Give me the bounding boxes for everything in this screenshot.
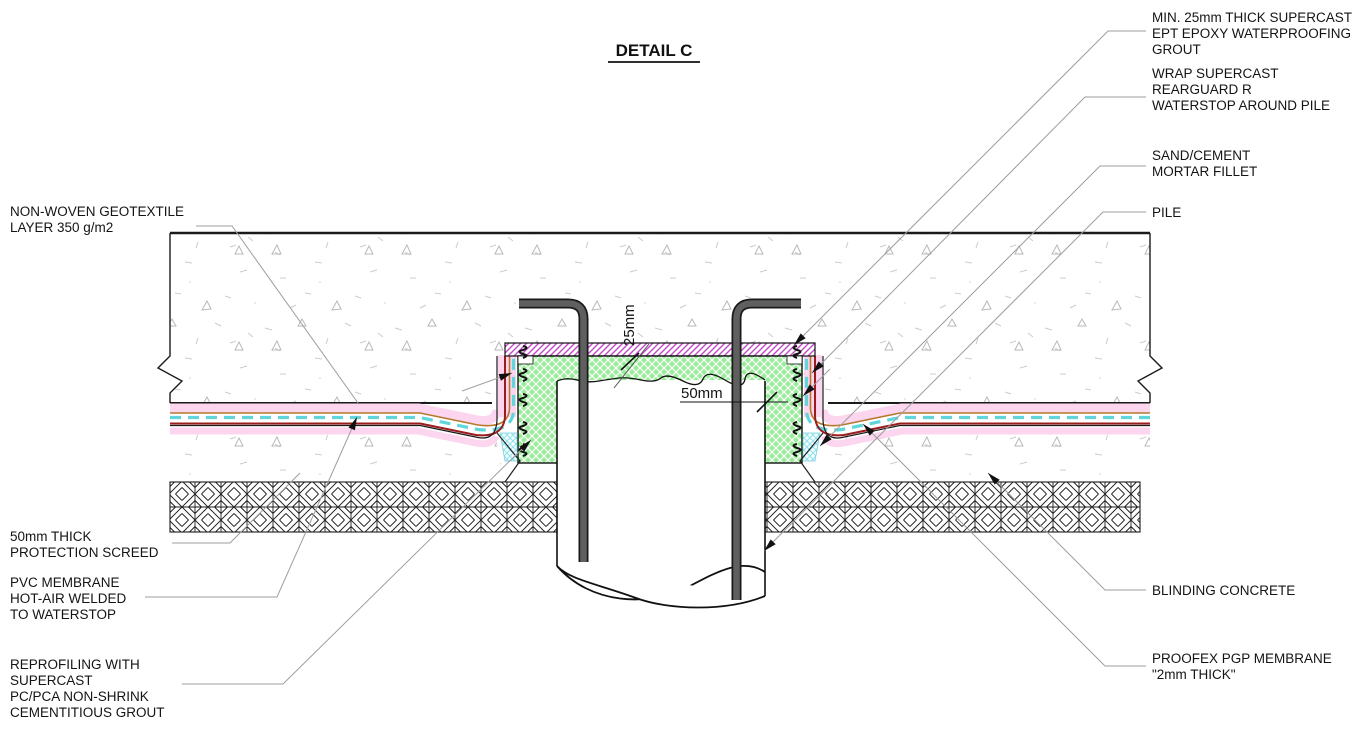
pile-rebar-left <box>519 298 589 562</box>
excavation-boundary-right <box>799 432 824 483</box>
label-screed-2: PROTECTION SCREED <box>10 545 159 560</box>
labels-right: MIN. 25mm THICK SUPERCAST EPT EPOXY WATE… <box>1152 10 1352 682</box>
pile-rebar-right <box>731 298 801 600</box>
leader-arrowheads <box>348 333 1000 551</box>
label-mortar-2: MORTAR FILLET <box>1152 164 1257 179</box>
protection-board-line <box>170 356 511 427</box>
dimension-25mm-text: 25mm <box>621 304 638 346</box>
label-reprofiling-2: SUPERCAST <box>10 673 93 688</box>
label-epoxy-1: MIN. 25mm THICK SUPERCAST <box>1152 10 1352 25</box>
label-reprofiling-1: REPROFILING WITH <box>10 657 140 672</box>
leader-epoxy <box>793 30 1146 346</box>
labels-left: NON-WOVEN GEOTEXTILE LAYER 350 g/m2 50mm… <box>10 204 184 720</box>
break-mark-right <box>1136 233 1164 403</box>
leader-geotextile <box>196 225 359 404</box>
leader-screed <box>172 472 301 544</box>
structural-slab <box>170 233 1150 403</box>
label-reprofiling-3: PC/PCA NON-SHRINK <box>10 689 149 704</box>
dimension-25mm: 25mm <box>613 304 650 389</box>
drawing-title: DETAIL C <box>608 41 700 63</box>
pile-body <box>556 372 766 609</box>
leader-mortar <box>819 165 1146 447</box>
dimension-50mm: 50mm <box>680 385 788 413</box>
label-blinding: BLINDING CONCRETE <box>1152 583 1295 598</box>
label-pile: PILE <box>1152 205 1181 220</box>
rearguard-waterstop-left <box>518 345 528 457</box>
label-wrap-3: WATERSTOP AROUND PILE <box>1152 98 1330 113</box>
page-title: DETAIL C <box>616 41 693 60</box>
label-screed-1: 50mm THICK <box>10 529 92 544</box>
label-mortar-1: SAND/CEMENT <box>1152 148 1250 163</box>
proofex-membrane-line <box>170 356 506 437</box>
label-wrap-1: WRAP SUPERCAST <box>1152 66 1279 81</box>
label-reprofiling-4: CEMENTITIOUS GROUT <box>10 705 165 720</box>
dimension-50mm-text: 50mm <box>681 385 723 402</box>
membrane-stack-left <box>170 355 516 448</box>
label-geotextile-1: NON-WOVEN GEOTEXTILE <box>10 204 184 219</box>
slab-outline <box>156 231 1164 404</box>
label-pvc-2: HOT-AIR WELDED <box>10 591 127 606</box>
label-pvc-3: TO WATERSTOP <box>10 607 116 622</box>
break-mark-left <box>156 233 184 403</box>
label-epoxy-2: EPT EPOXY WATERPROOFING <box>1152 26 1351 41</box>
label-wrap-2: REARGUARD R <box>1152 82 1252 97</box>
leader-blinding <box>987 472 1146 591</box>
pile-break-line-2 <box>556 565 766 609</box>
label-epoxy-3: GROUT <box>1152 42 1201 57</box>
excavation-boundary-left <box>496 432 521 483</box>
label-pvc-1: PVC MEMBRANE <box>10 575 120 590</box>
rearguard-waterstop-right <box>792 345 802 457</box>
leader-lines <box>145 30 1146 685</box>
label-geotextile-2: LAYER 350 g/m2 <box>10 220 113 235</box>
leader-pvc <box>145 416 358 598</box>
leader-wrap <box>811 96 1146 374</box>
label-proofex-1: PROOFEX PGP MEMBRANE <box>1152 651 1332 666</box>
label-proofex-2: "2mm THICK" <box>1152 667 1236 682</box>
epoxy-waterproofing-grout-band <box>504 342 816 357</box>
blinding-concrete-band <box>169 481 1141 533</box>
leader-proofex <box>862 423 1146 667</box>
leader-reprofiling <box>182 439 532 685</box>
